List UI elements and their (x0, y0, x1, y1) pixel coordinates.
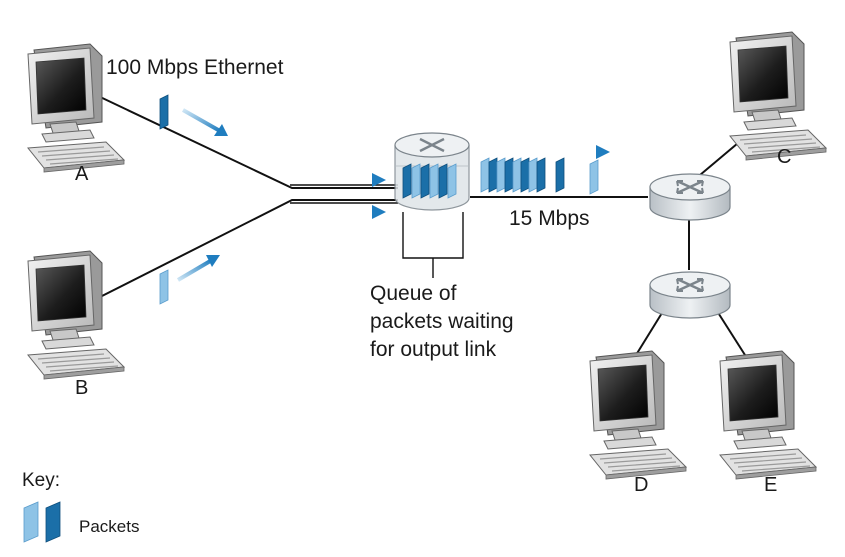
arrows (176, 108, 610, 282)
link-rate-label: 15 Mbps (509, 207, 590, 230)
key-packets-icon (23, 501, 61, 543)
host-b-label: B (75, 377, 89, 399)
computer-d-icon (589, 350, 687, 480)
queue-router-icon (394, 132, 470, 211)
queue-label-line-2: packets waiting (370, 310, 514, 333)
router-de-icon (648, 270, 732, 320)
queue-label: Queue of packets waiting for output link (370, 280, 514, 364)
queue-label-line-3: for output link (370, 338, 497, 361)
computer-c-icon (729, 31, 827, 161)
host-c-label: C (777, 146, 792, 168)
host-d-label: D (634, 474, 649, 496)
packet-from-b (159, 269, 169, 305)
ethernet-label: 100 Mbps Ethernet (106, 56, 284, 79)
key-label: Key: (22, 470, 61, 491)
packet-from-a (159, 94, 169, 130)
host-a-label: A (75, 163, 89, 185)
queue-label-line-1: Queue of (370, 282, 457, 305)
links (95, 94, 746, 356)
key-packets-label: Packets (79, 517, 140, 536)
outgoing-packets (480, 157, 599, 195)
link-a (95, 94, 398, 189)
router-c-icon (648, 172, 732, 222)
computer-e-icon (719, 350, 817, 480)
queue-bracket (402, 212, 464, 278)
link-b (97, 199, 398, 299)
computer-b-icon (27, 250, 125, 380)
host-e-label: E (764, 474, 778, 496)
